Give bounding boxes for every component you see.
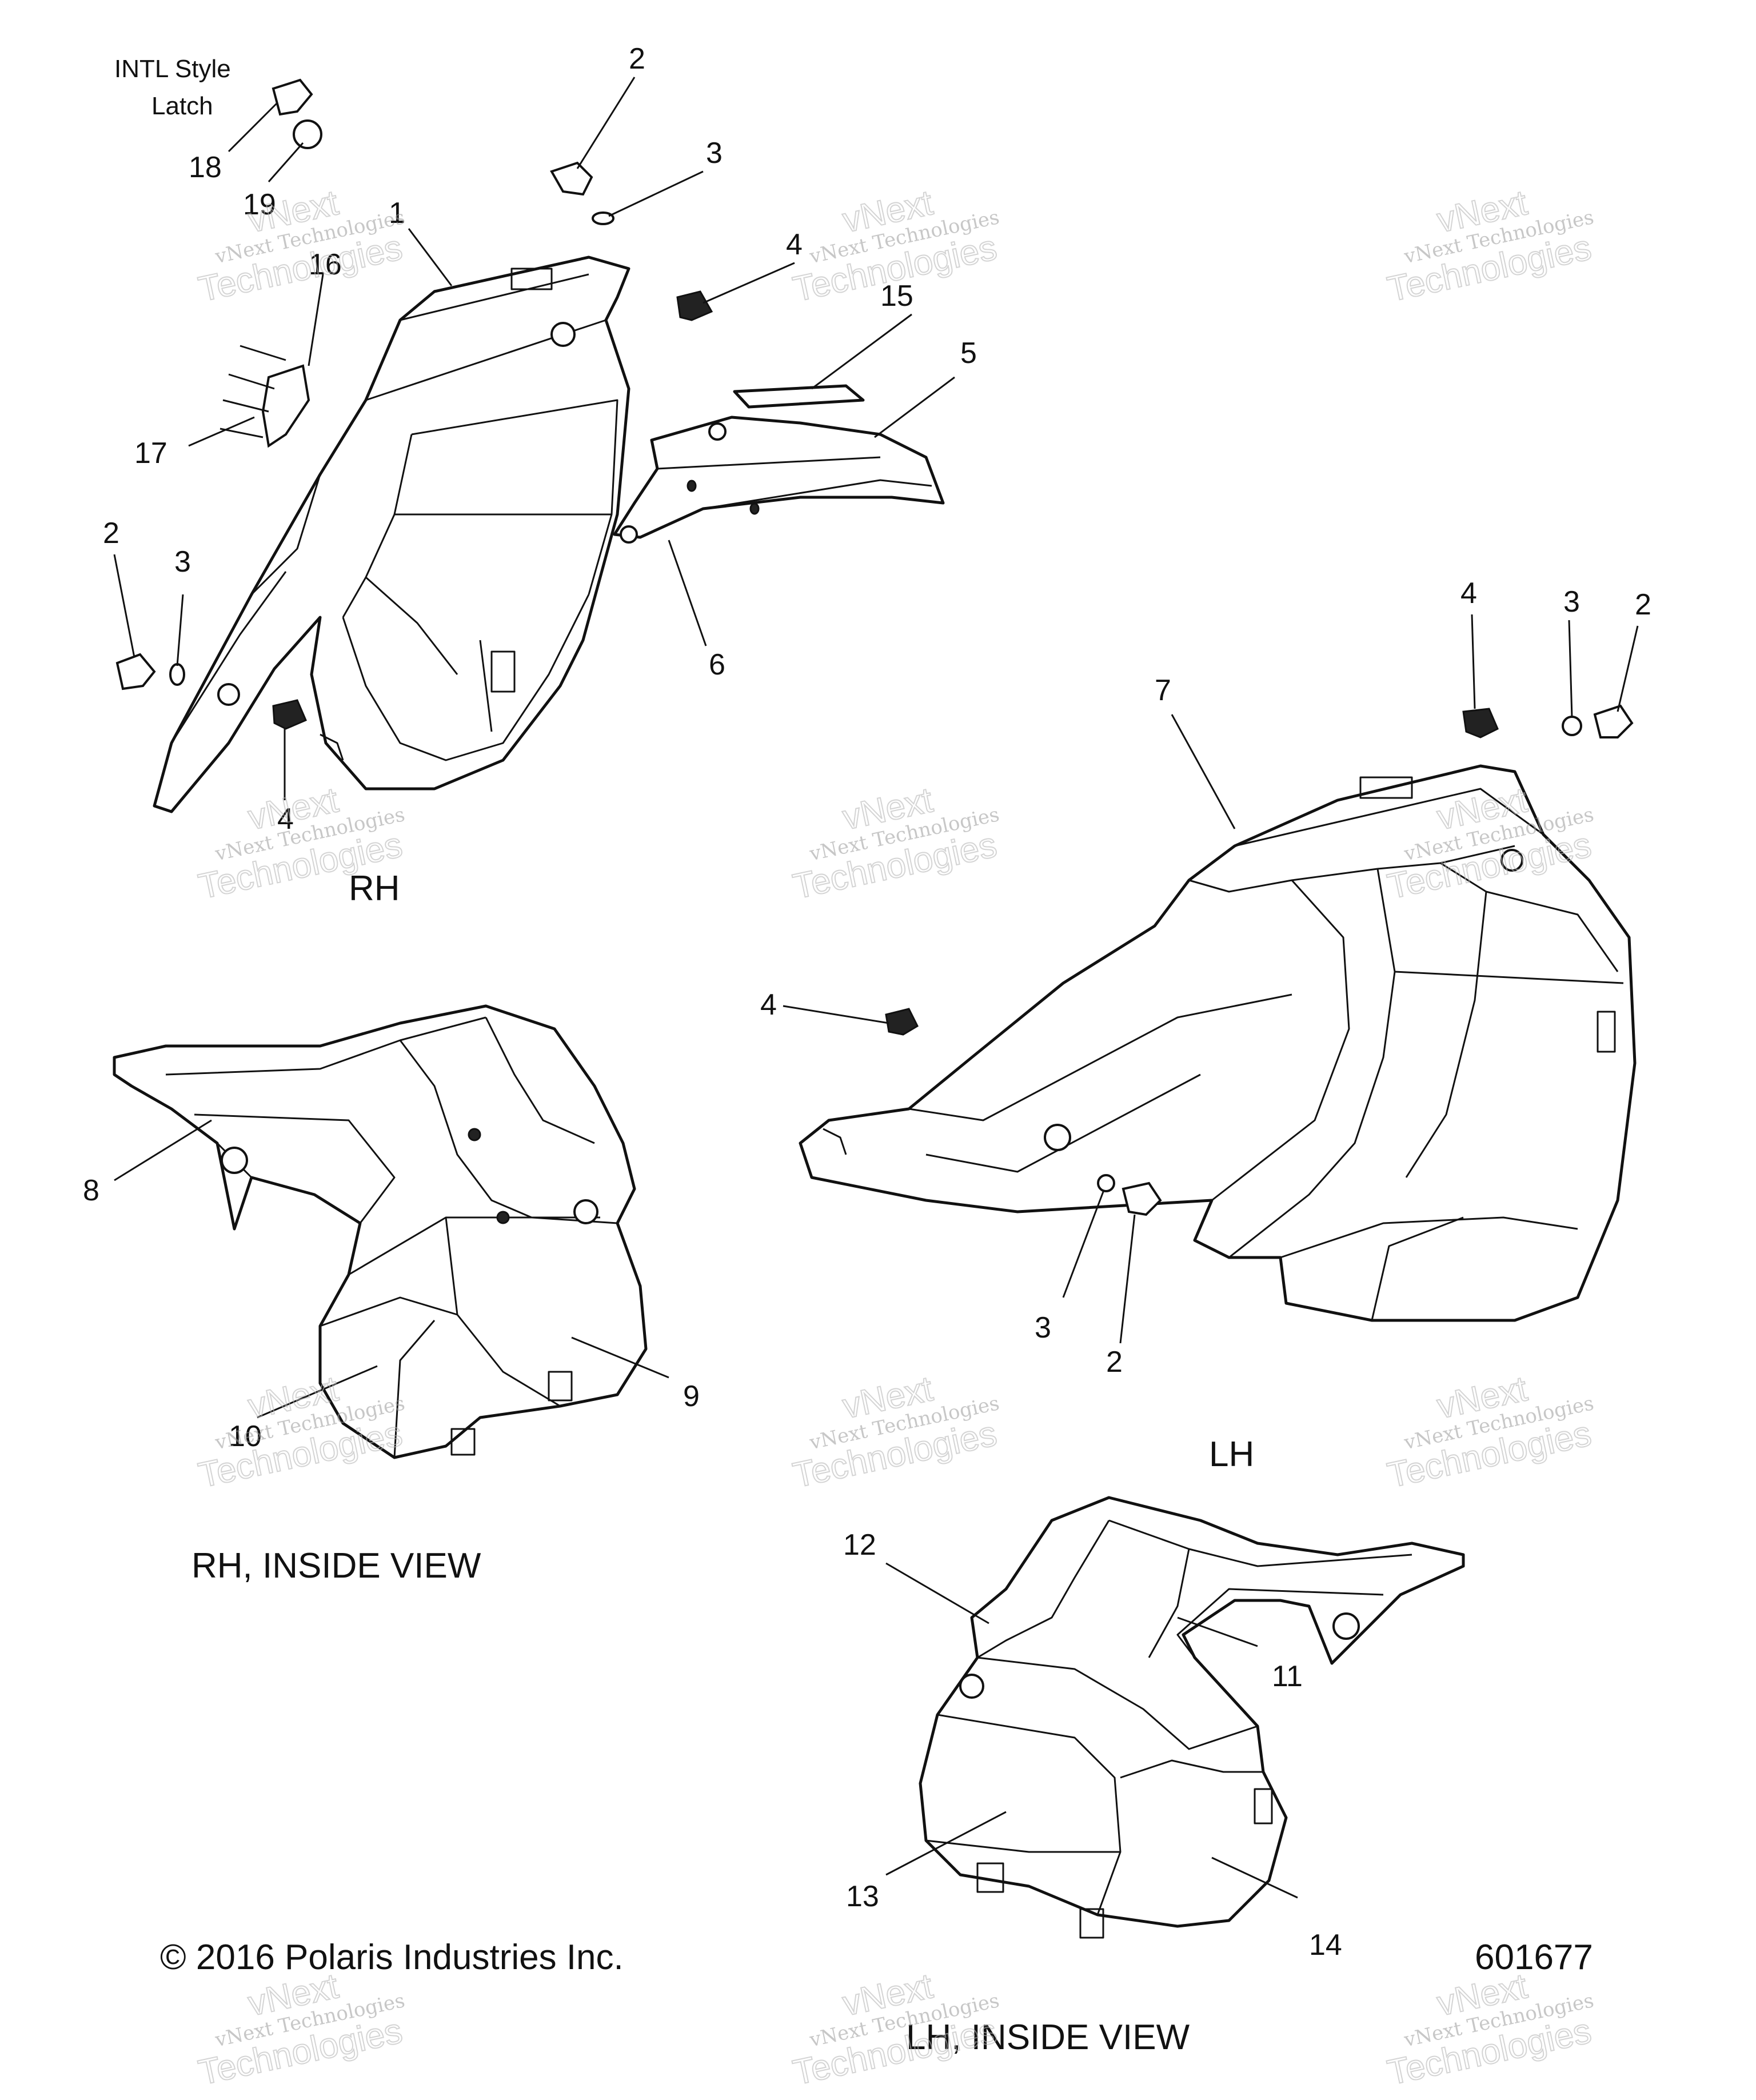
callout-2: 2 <box>629 42 645 75</box>
fastener-icon <box>550 161 593 196</box>
rh-inside-view <box>113 1004 648 1459</box>
washer-icon <box>1097 1174 1115 1192</box>
watermark-8: vNext vNext Technologies Technologies <box>789 1368 1001 1496</box>
callout-8: 8 <box>83 1174 99 1207</box>
lh-inside-view <box>919 1496 1465 1939</box>
callout-13: 13 <box>846 1880 879 1913</box>
callout-4-lh2: 4 <box>760 988 777 1021</box>
fastener-icon <box>1122 1181 1162 1216</box>
nut-icon <box>272 699 307 730</box>
callouts: 1 2 3 4 15 5 16 17 18 19 6 2 3 4 4 3 2 7… <box>83 42 1651 1962</box>
washer-icon <box>169 663 185 686</box>
lh-fender <box>799 764 1637 1322</box>
callout-12: 12 <box>843 1528 876 1562</box>
leader-lines <box>113 77 1639 1899</box>
diagram-number: 601677 <box>1475 1938 1593 1977</box>
washer-icon <box>592 211 614 225</box>
callout-11: 11 <box>1272 1660 1303 1693</box>
callout-2-lh: 2 <box>1635 588 1651 621</box>
washer-icon <box>1562 716 1582 736</box>
lh-hardware <box>885 704 1634 1216</box>
callout-3: 3 <box>706 137 723 170</box>
rh-fender <box>153 255 630 813</box>
callout-1: 1 <box>389 197 405 230</box>
callout-14: 14 <box>1309 1929 1342 1962</box>
decal-15 <box>733 384 865 409</box>
callout-3-lh: 3 <box>1563 585 1580 618</box>
watermark-2: vNext vNext Technologies Technologies <box>789 182 1001 310</box>
latch-label: Latch <box>151 92 213 120</box>
callout-2-rh: 2 <box>103 517 119 550</box>
callout-7: 7 <box>1155 674 1171 707</box>
callout-4-lh: 4 <box>1460 577 1477 610</box>
callout-16: 16 <box>309 248 342 281</box>
lh-label: LH <box>1209 1435 1254 1474</box>
callout-18: 18 <box>189 151 222 184</box>
callout-3-rh: 3 <box>174 545 191 578</box>
rh-fender-brace <box>613 416 945 544</box>
callout-3-lh2: 3 <box>1035 1311 1051 1344</box>
copyright-text: © 2016 Polaris Industries Inc. <box>160 1938 624 1977</box>
watermark-3: vNext vNext Technologies Technologies <box>1383 182 1595 310</box>
watermark-1: vNext vNext Technologies Technologies <box>194 182 406 310</box>
fastener-icon <box>1593 704 1634 738</box>
callout-2-lh2: 2 <box>1106 1346 1123 1379</box>
callout-10: 10 <box>229 1420 262 1453</box>
callout-9: 9 <box>683 1380 700 1413</box>
callout-5: 5 <box>960 337 977 370</box>
callout-6: 6 <box>709 648 725 681</box>
nut-icon <box>885 1008 919 1036</box>
grommet-icon <box>293 119 322 149</box>
watermark-5: vNext vNext Technologies Technologies <box>789 780 1001 907</box>
latch-clip-icon <box>272 78 313 116</box>
callout-15: 15 <box>880 280 913 313</box>
rh-inside-view-label: RH, INSIDE VIEW <box>191 1546 481 1586</box>
captions: INTL Style Latch RH LH RH, INSIDE VIEW L… <box>114 55 1593 2057</box>
callout-17: 17 <box>134 437 167 470</box>
callout-4-rh: 4 <box>277 803 294 836</box>
watermark-11: vNext vNext Technologies Technologies <box>789 1966 1001 2093</box>
fastener-icon <box>115 653 156 690</box>
callout-19: 19 <box>243 188 276 221</box>
lh-inside-view-label: LH, INSIDE VIEW <box>906 2018 1190 2057</box>
bracket-16-icon <box>261 364 310 448</box>
intl-style-label: INTL Style <box>114 55 231 83</box>
rh-hardware <box>115 78 713 730</box>
rh-label: RH <box>349 869 400 908</box>
nut-icon <box>676 290 713 321</box>
callout-4: 4 <box>786 228 803 261</box>
watermark-9: vNext vNext Technologies Technologies <box>1383 1368 1595 1496</box>
nut-icon <box>1462 708 1499 738</box>
